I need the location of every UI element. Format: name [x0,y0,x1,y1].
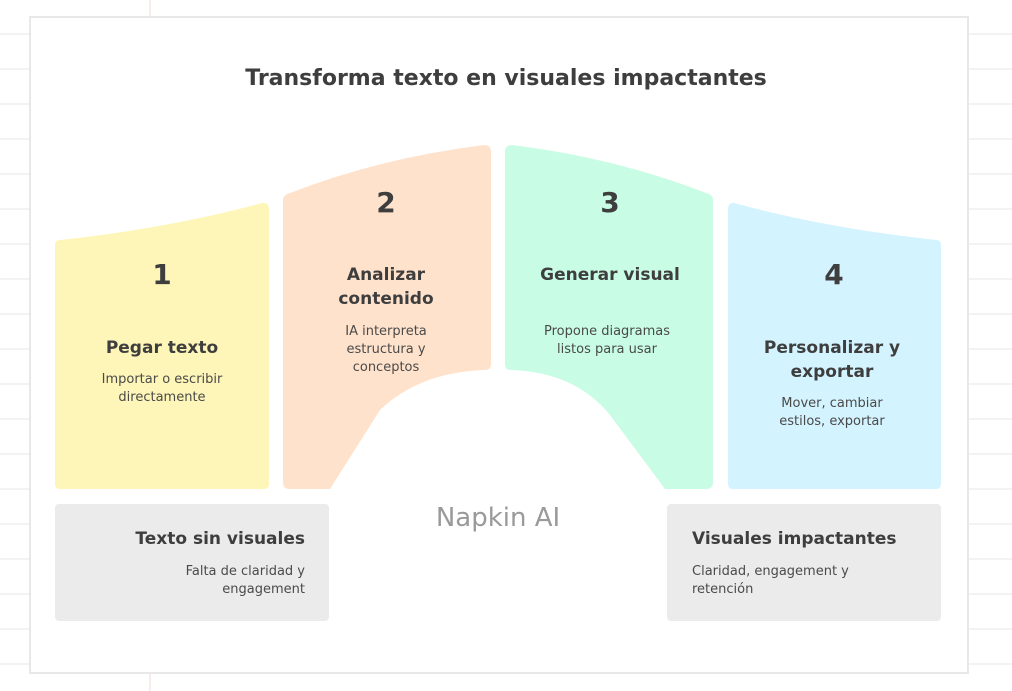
right-box-heading: Visuales impactantes [692,529,897,549]
step-3-heading: Generar visual [540,265,680,285]
diagram-title: Transforma texto en visuales impactantes [245,66,767,91]
step-2-shape[interactable] [283,145,491,489]
step-2-number: 2 [376,186,396,219]
left-box-desc: Falta de claridad y engagement [185,564,305,597]
step-1-shape[interactable] [55,202,269,489]
step-1-number: 1 [152,258,172,291]
step-3-number: 3 [600,186,620,219]
step-4-desc: Mover, cambiar estilos, exportar [779,396,885,429]
right-box-shape[interactable] [667,504,941,621]
left-box-heading: Texto sin visuales [135,529,305,549]
left-box-shape[interactable] [55,504,329,621]
step-2-desc: IA interpreta estructura y conceptos [345,324,427,375]
right-box-desc: Claridad, engagement y retención [692,564,849,597]
step-1-heading: Pegar texto [105,338,219,358]
step-4-shape[interactable] [728,202,941,489]
step-3-desc: Propone diagramas listos para usar [544,324,670,357]
step-4-number: 4 [824,258,844,291]
step-3-shape[interactable] [505,145,713,489]
step-4-heading: Personalizar y exportar [763,338,901,382]
step-1-desc: Importar o escribir directamente [101,372,223,405]
brand-watermark: Napkin AI [435,503,561,533]
step-2-heading: Analizar contenido [338,265,434,309]
